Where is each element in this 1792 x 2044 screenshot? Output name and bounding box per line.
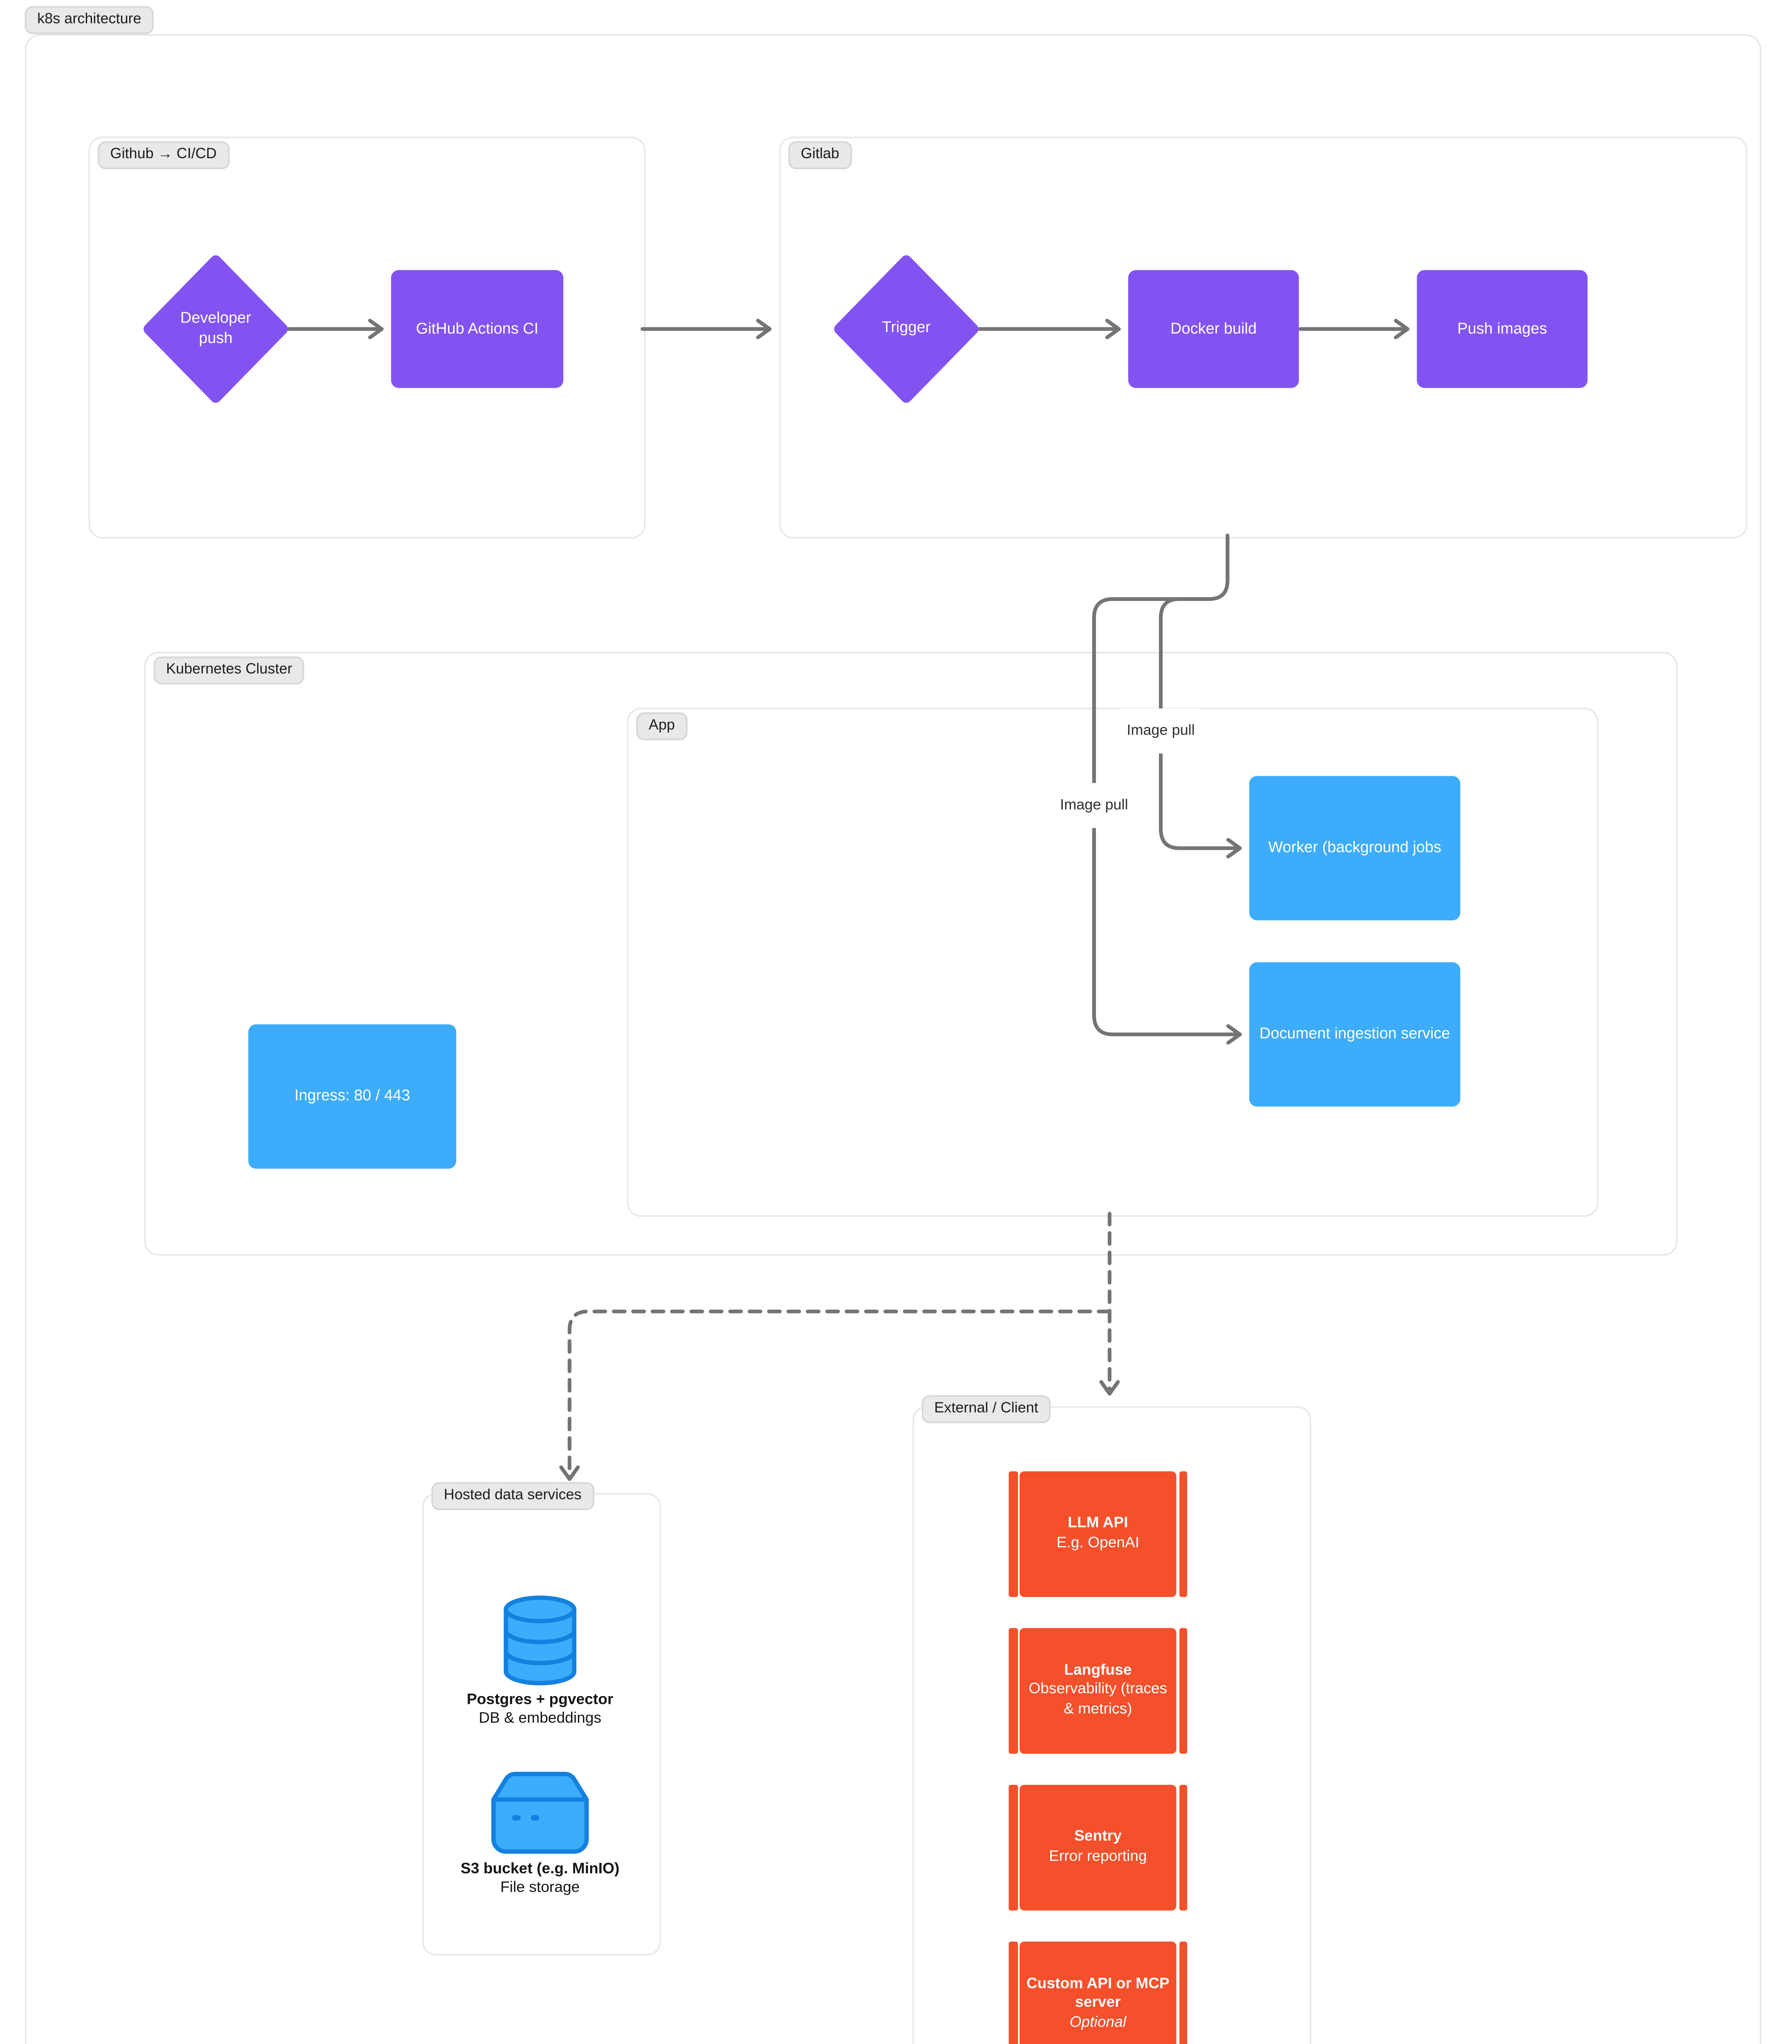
langfuse-subtitle-2: & metrics) xyxy=(1064,1701,1132,1718)
docker-build-text: Docker build xyxy=(1170,320,1257,338)
langfuse-subtitle-1: Observability (traces xyxy=(1028,1681,1167,1699)
edge-label-image-pull-ingestion: Image pull xyxy=(1054,783,1134,828)
edge-label-image-pull-worker: Image pull xyxy=(1120,708,1201,754)
node-docker-build[interactable]: Docker build xyxy=(1128,270,1299,388)
langfuse-right-bar xyxy=(1178,1628,1187,1754)
group-github[interactable] xyxy=(88,137,646,539)
custom-api-right-bar xyxy=(1178,1941,1187,2044)
sentry-subtitle: Error reporting xyxy=(1049,1847,1147,1865)
langfuse-left-bar xyxy=(1008,1628,1017,1754)
worker-text: Worker (background jobs xyxy=(1268,839,1442,857)
node-llm-api[interactable]: LLM API E.g. OpenAI xyxy=(1008,1471,1187,1597)
node-ingress[interactable]: Ingress: 80 / 443 xyxy=(248,1024,457,1169)
llm-api-title: LLM API xyxy=(1068,1515,1128,1532)
group-label-kubernetes: Kubernetes Cluster xyxy=(153,656,305,684)
ingress-text: Ingress: 80 / 443 xyxy=(294,1088,410,1105)
langfuse-body: Langfuse Observability (traces & metrics… xyxy=(1020,1628,1176,1754)
node-trigger-label: Trigger xyxy=(840,261,973,397)
s3-label: S3 bucket (e.g. MinIO) File storage xyxy=(461,1861,620,1896)
node-custom-api-mcp[interactable]: Custom API or MCP server Optional xyxy=(1008,1941,1187,2044)
node-sentry[interactable]: Sentry Error reporting xyxy=(1008,1784,1187,1911)
postgres-title: Postgres + pgvector xyxy=(466,1692,614,1709)
node-document-ingestion[interactable]: Document ingestion service xyxy=(1249,962,1460,1107)
node-github-actions-ci[interactable]: GitHub Actions CI xyxy=(391,270,564,388)
group-external-client[interactable] xyxy=(912,1406,1312,2044)
sentry-left-bar xyxy=(1008,1784,1017,1911)
group-gitlab[interactable] xyxy=(779,137,1747,539)
sentry-title: Sentry xyxy=(1074,1828,1122,1846)
custom-api-title-2: server xyxy=(1075,1995,1121,2012)
group-label-external: External / Client xyxy=(922,1395,1051,1423)
node-worker[interactable]: Worker (background jobs xyxy=(1249,776,1460,921)
node-langfuse[interactable]: Langfuse Observability (traces & metrics… xyxy=(1008,1628,1187,1754)
custom-api-left-bar xyxy=(1008,1941,1017,2044)
llm-api-subtitle: E.g. OpenAI xyxy=(1056,1534,1140,1551)
github-actions-ci-text: GitHub Actions CI xyxy=(416,320,539,338)
postgres-label: Postgres + pgvector DB & embeddings xyxy=(467,1692,614,1727)
postgres-subtitle: DB & embeddings xyxy=(479,1709,602,1727)
group-kubernetes-cluster[interactable] xyxy=(144,652,1678,1256)
langfuse-title: Langfuse xyxy=(1064,1662,1132,1679)
llm-api-body: LLM API E.g. OpenAI xyxy=(1020,1471,1176,1597)
developer-push-text: Developer push xyxy=(180,309,251,348)
custom-api-note: Optional xyxy=(1069,2014,1127,2031)
diagram-frame xyxy=(25,34,1762,2044)
diagram-title-chip: k8s architecture xyxy=(25,6,154,34)
group-label-hosted: Hosted data services xyxy=(431,1482,594,1510)
node-developer-push-label: Developer push xyxy=(161,261,270,397)
llm-api-right-bar xyxy=(1178,1471,1187,1597)
group-label-github: Github → CI/CD xyxy=(98,141,229,169)
node-push-images[interactable]: Push images xyxy=(1417,270,1588,388)
document-ingestion-text: Document ingestion service xyxy=(1259,1026,1450,1043)
sentry-right-bar xyxy=(1178,1784,1187,1911)
llm-api-left-bar xyxy=(1008,1471,1017,1597)
group-label-gitlab: Gitlab xyxy=(788,141,852,169)
sentry-body: Sentry Error reporting xyxy=(1020,1784,1176,1911)
s3-subtitle: File storage xyxy=(500,1878,580,1896)
trigger-text: Trigger xyxy=(882,320,931,337)
custom-api-body: Custom API or MCP server Optional xyxy=(1020,1941,1176,2044)
group-label-app: App xyxy=(636,712,688,740)
s3-title: S3 bucket (e.g. MinIO) xyxy=(460,1861,620,1878)
custom-api-title-1: Custom API or MCP xyxy=(1026,1975,1169,1992)
push-images-text: Push images xyxy=(1457,320,1547,338)
